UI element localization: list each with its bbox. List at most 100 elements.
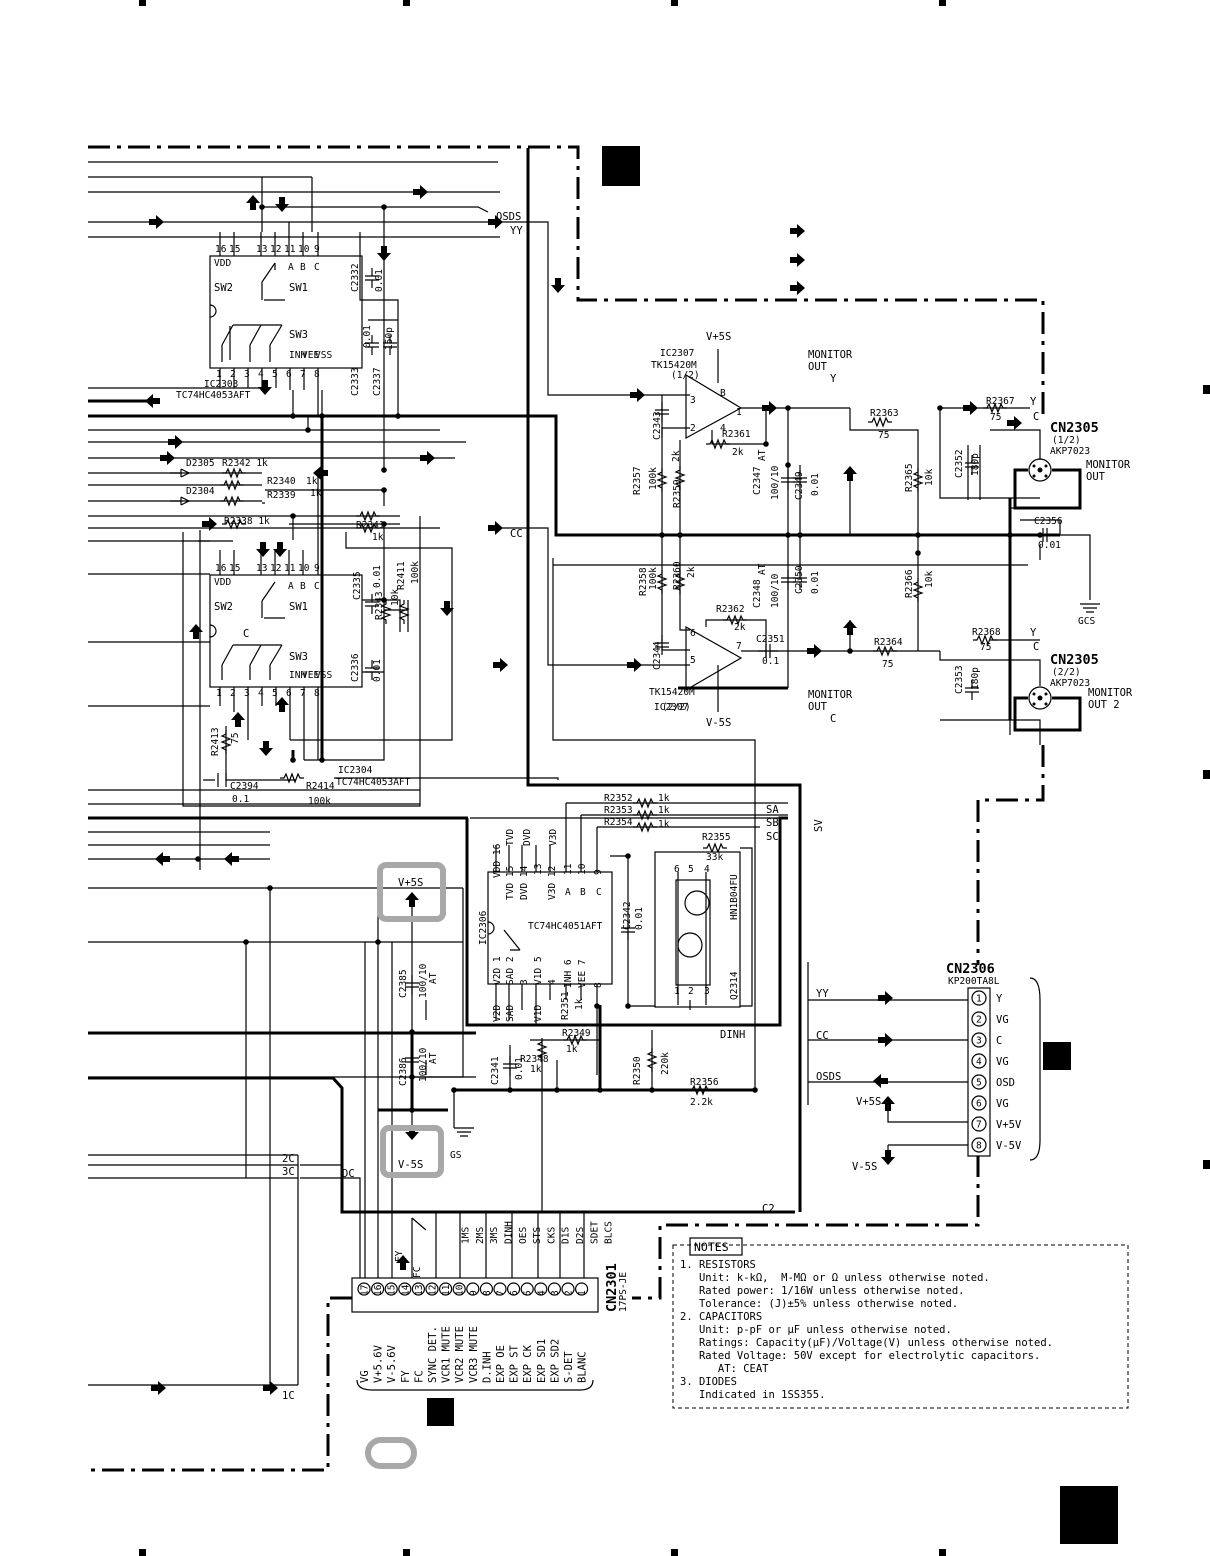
svg-text:V2D: V2D xyxy=(492,1005,503,1022)
block-marker-bottom xyxy=(427,1398,454,1426)
svg-text:R2359: R2359 xyxy=(672,479,683,508)
svg-text:C2332: C2332 xyxy=(350,263,361,292)
cn2301-pin xyxy=(466,1282,480,1296)
svg-text:R2363: R2363 xyxy=(870,408,899,419)
svg-text:V-5S: V-5S xyxy=(852,1161,877,1173)
cn2301-pin-number: 12 xyxy=(428,1285,439,1296)
svg-text:1k: 1k xyxy=(658,819,670,830)
ic2304-ref: IC2304 xyxy=(338,765,373,776)
cn2306-pin xyxy=(971,1053,987,1069)
ic2304-pin-3: 3 xyxy=(244,688,250,699)
cn2301-pin-name: BLANC xyxy=(577,1351,589,1383)
svg-text:75: 75 xyxy=(230,733,241,744)
cn2301-pin-number: 13 xyxy=(414,1285,425,1296)
ic2303-pin-11: 11 xyxy=(284,244,296,255)
svg-text:R2341: R2341 xyxy=(356,520,385,531)
svg-text:R2362: R2362 xyxy=(716,604,745,615)
ic2303-pin-a: A xyxy=(288,262,294,273)
svg-text:R2367: R2367 xyxy=(986,396,1015,407)
svg-text:10: 10 xyxy=(577,863,588,875)
ic2303-pin-10: 10 xyxy=(298,244,310,255)
ic2304-pin-11: 11 xyxy=(284,563,296,574)
cn2301-pin xyxy=(371,1282,385,1296)
cn2301-pin-number: 11 xyxy=(441,1284,452,1296)
svg-text:R2414: R2414 xyxy=(306,781,335,792)
cn2301-signal-label: CKS xyxy=(546,1227,557,1244)
svg-text:100/10: 100/10 xyxy=(418,963,429,998)
ic2303-pin-vee: VEE xyxy=(302,350,319,361)
svg-text:9: 9 xyxy=(593,869,604,875)
cn2301-pin-name: V-5.6V xyxy=(386,1344,398,1383)
svg-text:R2366: R2366 xyxy=(904,569,915,598)
svg-text:C2386: C2386 xyxy=(398,1057,409,1086)
ic2303-pin-12: 12 xyxy=(270,244,281,255)
cn2301-signal-label: SDET xyxy=(589,1221,600,1244)
ic2304-pin-8: 8 xyxy=(314,688,320,699)
svg-text:R2353: R2353 xyxy=(604,805,633,816)
ic2306: R2352 1k R2353 1k R2354 1k R2355 33k SA … xyxy=(465,148,825,1212)
ic2303-pin-8: 8 xyxy=(314,369,320,380)
ic2304-mark: C xyxy=(243,628,249,640)
svg-text:0.01: 0.01 xyxy=(372,565,383,588)
cn2301-pin-name: D.INH xyxy=(481,1351,493,1383)
svg-text:CN2301: CN2301 xyxy=(604,1263,620,1312)
svg-text:7: 7 xyxy=(736,641,742,652)
cn2301-pin-number: 2 xyxy=(564,1290,575,1296)
svg-text:YY: YY xyxy=(510,225,523,237)
switch-labels: D2305 R2342 1k D2304 R2340 1k R2339 1k R… xyxy=(186,211,523,807)
svg-text:R2340: R2340 xyxy=(267,476,296,487)
svg-text:R2342 1k: R2342 1k xyxy=(222,458,268,469)
cn2301-pin xyxy=(561,1282,575,1296)
cn2306-pin xyxy=(971,990,987,1006)
cn2301-pin-name: S-DET xyxy=(563,1351,575,1383)
svg-text:NOTES: NOTES xyxy=(694,1240,729,1254)
svg-text:C2356: C2356 xyxy=(1034,516,1063,527)
cn2301-signal-label: BLCS xyxy=(604,1221,615,1244)
crop-marks xyxy=(139,0,1210,1556)
svg-text:100k: 100k xyxy=(648,467,659,490)
cn2301-pin xyxy=(479,1282,493,1296)
block-marker-right xyxy=(1043,1042,1071,1070)
svg-text:IC2306: IC2306 xyxy=(478,910,489,945)
svg-text:INH 6: INH 6 xyxy=(563,959,574,988)
svg-text:100/10: 100/10 xyxy=(418,1047,429,1082)
cn2306-pin-name: VG xyxy=(996,1098,1009,1110)
svg-text:CN2305: CN2305 xyxy=(1050,420,1099,436)
svg-text:2k: 2k xyxy=(671,450,682,462)
svg-text:C2343: C2343 xyxy=(652,411,663,440)
cn2301-signal-label: DINH xyxy=(504,1221,515,1244)
svg-text:1k: 1k xyxy=(658,805,670,816)
cn2306-pin-name: V+5V xyxy=(996,1119,1022,1131)
ic2303-part: TC74HC4053AFT xyxy=(176,390,251,401)
cn2301-pin xyxy=(411,1282,425,1296)
svg-text:6: 6 xyxy=(674,864,680,875)
cn2301-signal-label: STS xyxy=(532,1227,543,1244)
svg-text:Y: Y xyxy=(1030,396,1037,408)
svg-text:R2358: R2358 xyxy=(638,567,649,596)
svg-text:1k: 1k xyxy=(306,476,318,487)
ic2304-pin-10: 10 xyxy=(298,563,310,574)
cn2301-pin xyxy=(439,1282,453,1296)
ic2304-pin-12: 12 xyxy=(270,563,281,574)
cn2301-pin-name: EXP SD1 xyxy=(536,1339,548,1383)
ic2303-pin-vdd: VDD xyxy=(214,258,231,269)
svg-text:DVD 14: DVD 14 xyxy=(519,865,530,900)
svg-text:HN1B04FU: HN1B04FU xyxy=(729,874,740,920)
monitor-labels: V+5S V-5S IC2307 TK15420M (1/2) IC2307 T… xyxy=(450,331,1095,1161)
svg-text:YY: YY xyxy=(816,988,829,1000)
svg-text:R2343: R2343 xyxy=(374,591,385,620)
svg-text:CC: CC xyxy=(510,528,523,540)
cn2306-pin xyxy=(971,1116,987,1132)
svg-text:C2352: C2352 xyxy=(954,449,965,478)
ic2304: 16 15 13 12 11 10 9 VDD A B C SW2 SW1 C … xyxy=(209,550,411,788)
cn2301-pin xyxy=(384,1282,398,1296)
svg-text:R2348: R2348 xyxy=(520,1054,549,1065)
cn2301-pin-number: 10 xyxy=(455,1284,466,1296)
svg-text:1k: 1k xyxy=(372,532,384,543)
input-lines xyxy=(88,161,795,1386)
svg-text:V2D 1: V2D 1 xyxy=(492,956,503,985)
svg-text:1k: 1k xyxy=(530,1064,542,1075)
switch-wiring xyxy=(170,177,559,870)
